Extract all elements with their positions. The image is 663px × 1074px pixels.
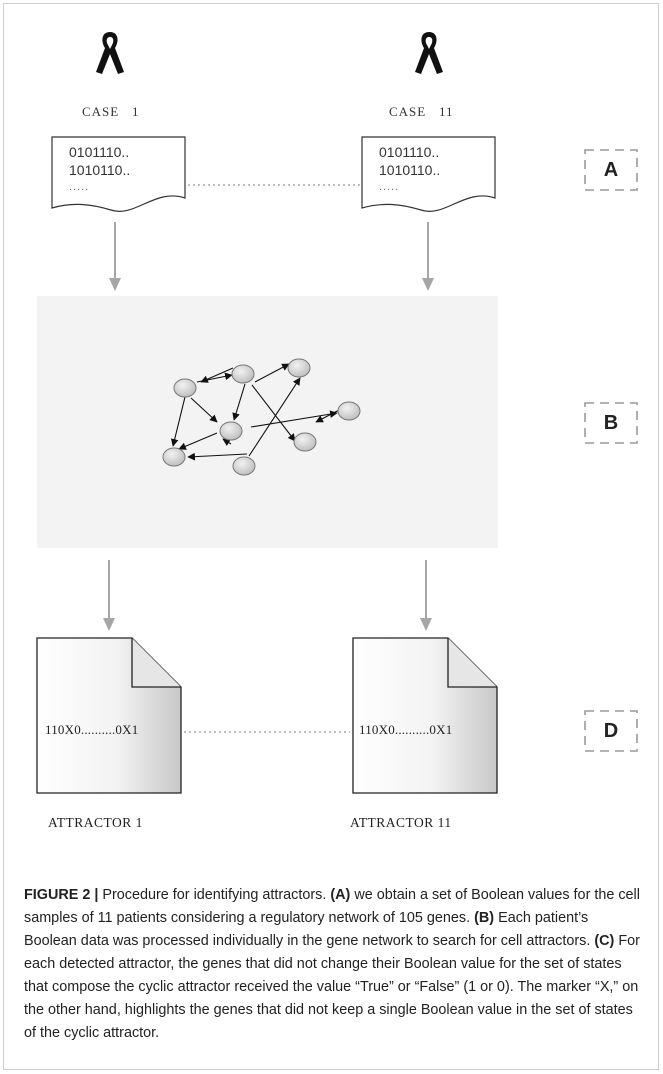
attractor-value: 110X0..........0X1 (45, 722, 139, 737)
caption-text-c: For each detected attractor, the genes t… (24, 933, 640, 1041)
caption-text-a: we obtain a set of Boolean values for th… (24, 887, 640, 926)
caption-key-a: (A) (330, 887, 351, 903)
bits-line: 1010110.. (69, 162, 131, 178)
gene-network-panel (37, 296, 498, 548)
case-label: CASE 1 (82, 104, 140, 119)
awareness-ribbon-icon (415, 32, 443, 74)
boolean-data-sheet (51, 136, 186, 212)
awareness-ribbon-icon (96, 32, 124, 74)
down-arrow (109, 222, 121, 291)
stage-tag-b: B (583, 401, 639, 445)
stage-tag-a: A (583, 148, 639, 192)
bits-ellipsis: ..... (379, 181, 400, 193)
figure-caption: FIGURE 2 | Procedure for identifying att… (24, 884, 644, 1045)
bits-ellipsis: ..... (69, 181, 90, 193)
boolean-data-sheet (361, 136, 496, 212)
dotted-connector (188, 184, 360, 186)
attractor-label: ATTRACTOR 1 (48, 815, 143, 830)
caption-key-b: (B) (474, 910, 495, 926)
down-arrow (422, 222, 434, 291)
attractor-value: 110X0..........0X1 (359, 722, 453, 737)
stage-tag-d: D (583, 709, 639, 753)
bits-line: 0101110.. (379, 144, 440, 160)
folded-corner-document-icon (36, 637, 182, 794)
dotted-connector (184, 731, 350, 733)
case-label: CASE 11 (389, 104, 454, 119)
figure-number: FIGURE 2 | (24, 887, 99, 903)
down-arrow (420, 560, 432, 631)
down-arrow (103, 560, 115, 631)
attractor-label: ATTRACTOR 11 (350, 815, 452, 830)
figure-frame (3, 3, 659, 1070)
folded-corner-document-icon (352, 637, 498, 794)
gene-network-graph (162, 358, 361, 476)
caption-key-c: (C) (594, 933, 615, 949)
caption-text-b: Each patient’s Boolean data was processe… (24, 910, 595, 949)
bits-line: 0101110.. (69, 144, 130, 160)
bits-line: 1010110.. (379, 162, 441, 178)
caption-intro: Procedure for identifying attractors. (98, 887, 331, 903)
